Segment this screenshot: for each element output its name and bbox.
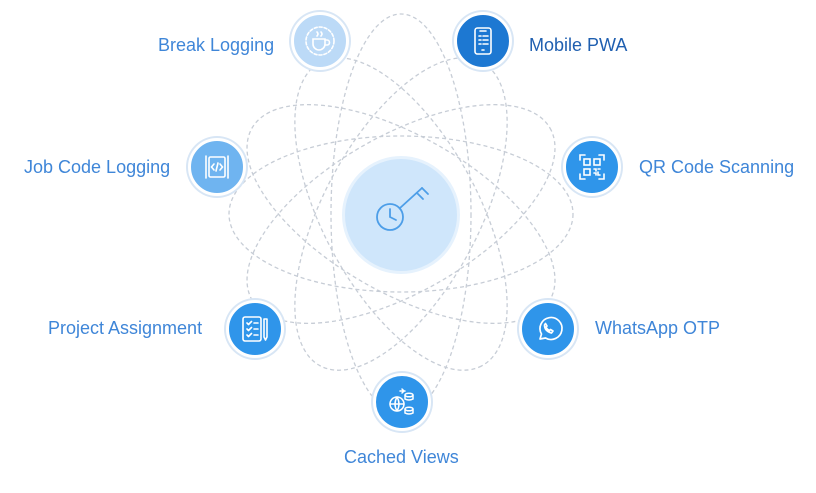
break-logging-label: Break Logging bbox=[158, 35, 275, 55]
code-file-icon bbox=[205, 155, 229, 179]
whatsapp-icon bbox=[539, 316, 563, 341]
checklist-icon bbox=[242, 316, 268, 342]
cached-views-node bbox=[373, 373, 431, 431]
mobile-phone-icon bbox=[474, 27, 492, 55]
project-assignment-label: Project Assignment bbox=[48, 318, 203, 338]
qr-code-scanning-node bbox=[563, 138, 621, 196]
mobile-pwa-node bbox=[454, 12, 512, 70]
job-code-logging-label: Job Code Logging bbox=[24, 157, 171, 177]
whatsapp-otp-label: WhatsApp OTP bbox=[595, 318, 721, 338]
qr-code-icon bbox=[579, 154, 605, 180]
orbit-ring-horizontal bbox=[228, 135, 574, 293]
break-logging-node bbox=[291, 12, 349, 70]
job-code-logging-node bbox=[188, 138, 246, 196]
mobile-pwa-label: Mobile PWA bbox=[529, 35, 628, 55]
coffee-cup-icon bbox=[305, 26, 335, 56]
project-assignment-node bbox=[226, 300, 284, 358]
orbit-ring-tilted-right bbox=[246, 103, 556, 325]
globe-database-icon bbox=[389, 388, 414, 415]
cached-views-label: Cached Views bbox=[344, 447, 459, 467]
center-hub bbox=[342, 156, 460, 274]
whatsapp-otp-node bbox=[519, 300, 577, 358]
qr-code-scanning-label: QR Code Scanning bbox=[639, 157, 795, 177]
key-clock-icon bbox=[376, 187, 429, 231]
